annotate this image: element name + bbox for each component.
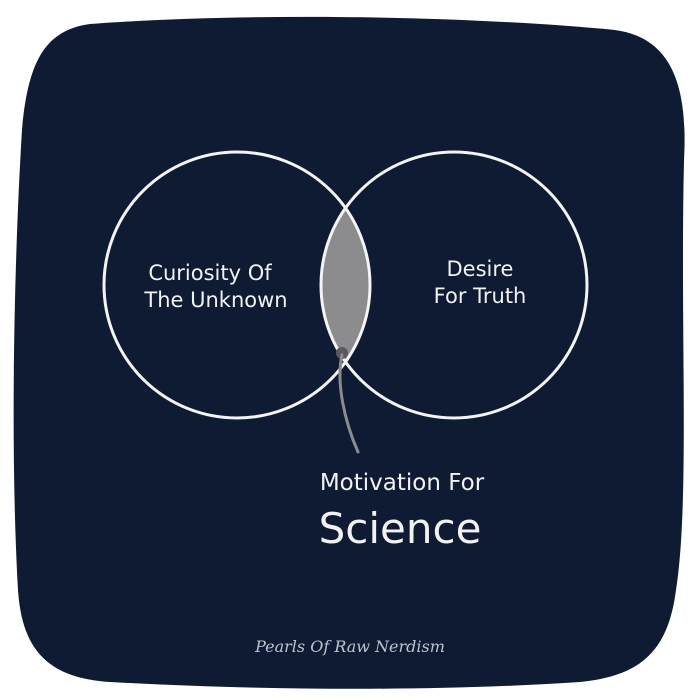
- pointer-line: [338, 353, 360, 454]
- intersection-label-line2: Science: [319, 504, 482, 553]
- left-set-label-line2: The Unknown: [143, 288, 287, 312]
- right-set-circle: [319, 150, 589, 420]
- pointer-dot: [336, 347, 348, 359]
- footer-credit: Pearls Of Raw Nerdism: [254, 637, 445, 656]
- left-set-label-line1: Curiosity Of: [148, 261, 272, 285]
- right-set-label-line2: For Truth: [434, 284, 527, 308]
- intersection-label-line1: Motivation For: [320, 470, 485, 496]
- left-set-circle: [102, 150, 372, 420]
- right-set-label-line1: Desire: [447, 257, 514, 281]
